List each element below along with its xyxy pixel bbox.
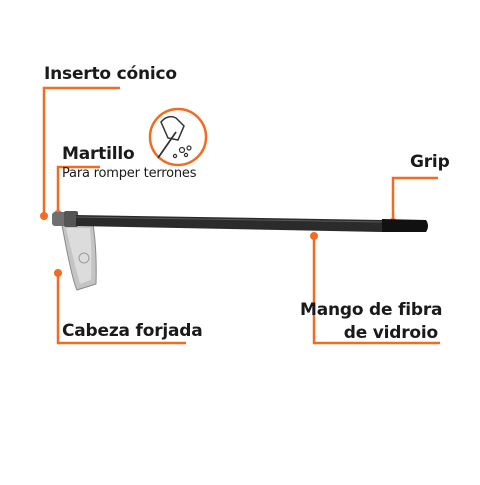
grip-sleeve [382, 219, 428, 232]
label-inserto-conico: Inserto cónico [44, 64, 177, 84]
fiberglass-handle [75, 215, 386, 232]
hoe-blade [61, 223, 97, 291]
callout-dot-cabeza [54, 269, 62, 277]
callout-lines [42, 86, 440, 345]
callout-line-mango [312, 236, 440, 345]
label-mango-line1: Mango de fibra [300, 300, 443, 320]
callout-dot-mango [310, 232, 318, 240]
callout-line-cabeza [56, 272, 186, 345]
label-cabeza-forjada: Cabeza forjada [62, 321, 203, 341]
label-martillo-sub: Para romper terrones [62, 166, 197, 181]
callout-dot-inserto [40, 212, 48, 220]
hammer-head [52, 211, 78, 227]
callout-line-martillo [56, 165, 100, 212]
label-grip: Grip [410, 152, 450, 172]
label-mango-line2: de vidroio [343, 323, 438, 343]
hoe-breaking-clods-icon [148, 107, 208, 167]
callout-line-grip [391, 176, 438, 222]
label-martillo: Martillo [62, 144, 135, 164]
callout-line-inserto [42, 86, 120, 215]
